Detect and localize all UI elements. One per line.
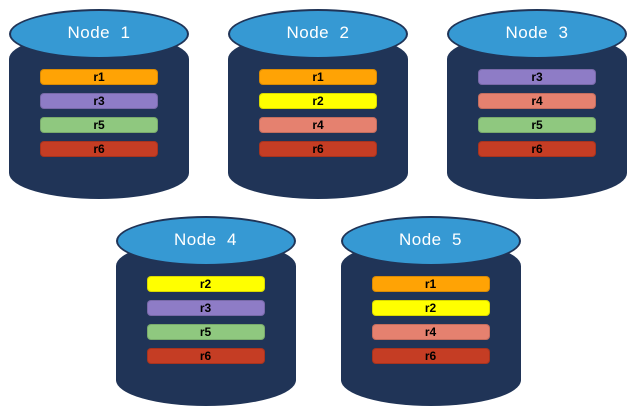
replica-bar: r6: [371, 348, 490, 364]
db-node-2: Node 2 r1 r2 r4 r6: [228, 9, 408, 199]
node-title: Node 3: [505, 23, 569, 42]
database-cylinder-icon: [340, 240, 521, 406]
replica-bar: r2: [259, 93, 377, 109]
cylinder-top-ellipse-icon: Node 2: [228, 9, 408, 59]
replica-bar: r1: [371, 276, 490, 292]
cylinder-top-ellipse-icon: Node 1: [9, 9, 189, 59]
replica-list: r1 r2 r4 r6: [228, 69, 408, 157]
replica-bar: r4: [371, 324, 490, 340]
replica-bar: r3: [40, 93, 158, 109]
node-title: Node 5: [398, 230, 463, 249]
replica-list: r2 r3 r5 r6: [116, 276, 296, 364]
replica-bar: r3: [478, 69, 596, 85]
replica-bar: r6: [478, 141, 596, 157]
replica-list: r3 r4 r5 r6: [447, 69, 627, 157]
node-title: Node 1: [67, 23, 131, 42]
db-node-3: Node 3 r3 r4 r5 r6: [447, 9, 627, 199]
replica-bar: r4: [259, 117, 377, 133]
node-row-top: Node 1 r1 r3 r5 r6 Node 2 r1 r2 r4 r6: [0, 0, 636, 199]
node-title: Node 2: [286, 23, 350, 42]
cylinder-top-ellipse-icon: Node 4: [115, 216, 296, 266]
replica-bar: r4: [478, 93, 596, 109]
cylinder-top-ellipse-icon: Node 3: [447, 9, 627, 59]
db-node-1: Node 1 r1 r3 r5 r6: [9, 9, 189, 199]
replica-bar: r6: [259, 141, 377, 157]
cylinder-top-ellipse-icon: Node 5: [340, 216, 521, 266]
database-cylinder-icon: [115, 240, 296, 406]
replica-bar: r6: [146, 348, 265, 364]
replica-bar: r5: [478, 117, 596, 133]
replica-bar: r1: [259, 69, 377, 85]
replica-bar: r1: [40, 69, 158, 85]
node-row-bottom: Node 4 r2 r3 r5 r6 Node 5 r1 r2 r4 r6: [0, 216, 636, 406]
replica-bar: r2: [146, 276, 265, 292]
replica-bar: r5: [146, 324, 265, 340]
replica-bar: r5: [40, 117, 158, 133]
replica-list: r1 r2 r4 r6: [341, 276, 521, 364]
replica-list: r1 r3 r5 r6: [9, 69, 189, 157]
replica-bar: r6: [40, 141, 158, 157]
database-cylinder-icon: [447, 33, 627, 199]
db-node-5: Node 5 r1 r2 r4 r6: [340, 216, 521, 406]
database-cylinder-icon: [9, 33, 189, 199]
node-title: Node 4: [173, 230, 238, 249]
replica-bar: r3: [146, 300, 265, 316]
replica-bar: r2: [371, 300, 490, 316]
database-cylinder-icon: [228, 33, 408, 199]
db-node-4: Node 4 r2 r3 r5 r6: [115, 216, 296, 406]
